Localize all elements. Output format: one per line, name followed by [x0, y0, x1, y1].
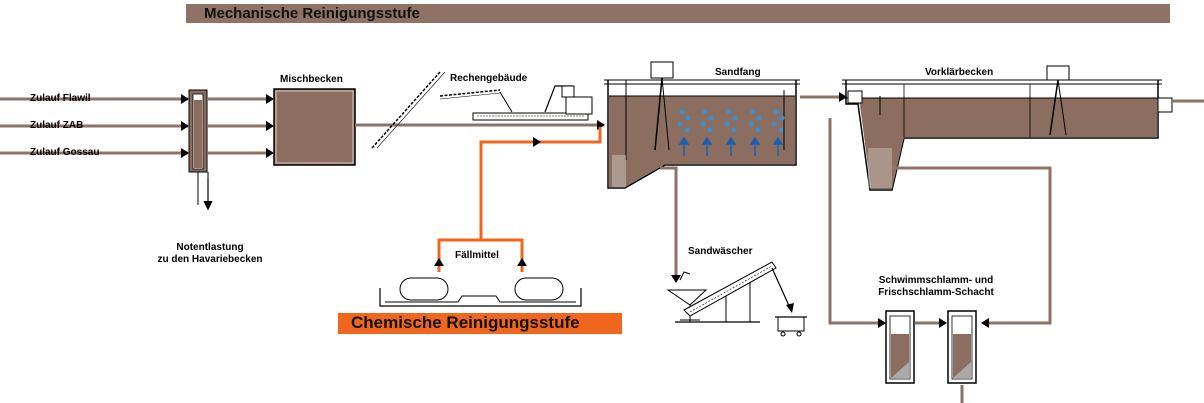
- mechanical-stage-title: Mechanische Reinigungsstufe: [204, 5, 420, 22]
- air-diffuser-arrows: [678, 136, 784, 156]
- sludge-lines: [828, 118, 1052, 403]
- mixing-tank: [273, 88, 356, 166]
- dosing-arrow-icon: [533, 137, 541, 147]
- chemical-stage-banner: Chemische Reinigungsstufe: [338, 313, 622, 334]
- sludge-shafts: [885, 310, 977, 384]
- inlet-label-zab: Zulauf ZAB: [30, 120, 84, 131]
- sand-washer: [660, 166, 807, 337]
- feed-arrow-icon: [266, 148, 274, 158]
- sludge-arrow-icon: [981, 318, 989, 328]
- feed-arrow-icon: [266, 121, 274, 131]
- inlet-pipes: [0, 94, 189, 158]
- dosing-arrow-icon: [434, 258, 444, 266]
- shaft-label-line1: Schwimmschlamm- und: [878, 275, 994, 286]
- screen-building-label: Rechengebäude: [450, 73, 528, 84]
- grit-chamber-label: Sandfang: [715, 67, 761, 78]
- inlet-label-gossau: Zulauf Gossau: [30, 147, 100, 158]
- mechanical-stage-banner: Mechanische Reinigungsstufe: [186, 4, 1170, 23]
- emergency-overflow-label: Notentlastung: [176, 242, 244, 253]
- mixing-feed-pipes: [207, 94, 274, 158]
- grit-chamber: [604, 61, 800, 189]
- sand-washer-label: Sandwäscher: [688, 246, 753, 257]
- inlet-arrow-icon: [181, 148, 189, 158]
- mixing-tank-label: Mischbecken: [280, 74, 343, 85]
- screen-building: [371, 71, 593, 149]
- feed-arrow-icon: [266, 94, 274, 104]
- inlet-arrow-icon: [181, 121, 189, 131]
- aeration-bubbles: [677, 109, 785, 133]
- dosing-arrow-icon: [517, 258, 527, 266]
- transfer-arrow-icon: [839, 92, 847, 102]
- shaft-label-line2: Frischschlamm-Schacht: [878, 287, 994, 298]
- inlet-arrow-icon: [181, 94, 189, 104]
- primary-clarifier: [842, 65, 1173, 191]
- primary-clarifier-label: Vorklärbecken: [925, 67, 994, 78]
- sand-out-arrow-icon: [786, 303, 794, 313]
- sludge-arrow-icon: [939, 318, 947, 328]
- sand-arrow-icon: [671, 275, 681, 283]
- chemical-dosing: [379, 127, 602, 307]
- precipitant-label: Fällmittel: [455, 250, 499, 261]
- emergency-overflow-sublabel: zu den Havariebecken: [157, 254, 263, 265]
- inlet-label-flawil: Zulauf Flawil: [30, 93, 91, 104]
- distribution-chamber: [188, 89, 213, 211]
- sludge-arrow-icon: [878, 318, 886, 328]
- chemical-stage-title: Chemische Reinigungsstufe: [351, 313, 580, 332]
